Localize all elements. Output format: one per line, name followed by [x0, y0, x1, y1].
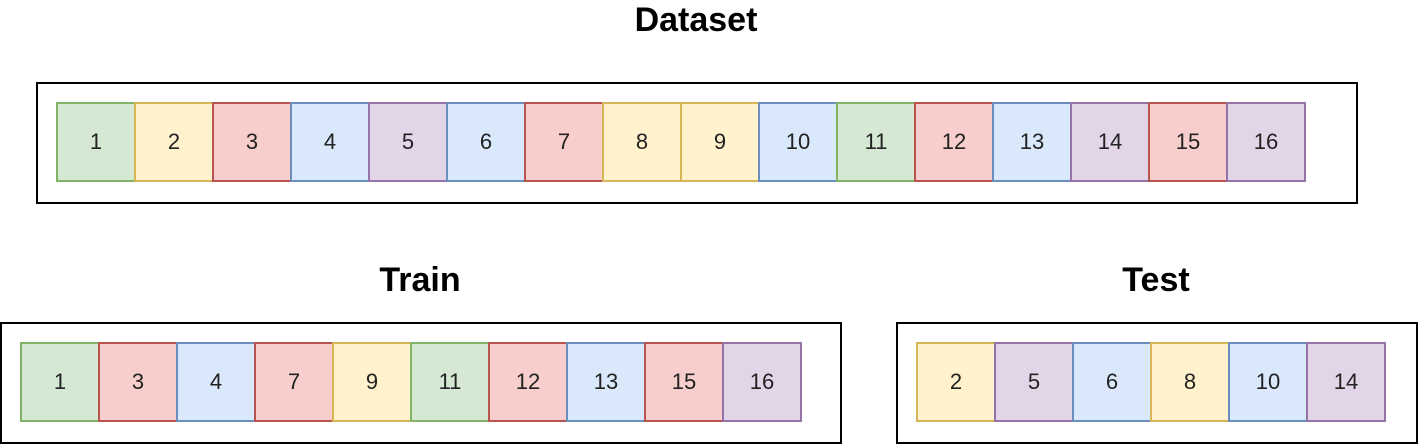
train-cell: 9 [332, 342, 412, 422]
train-cell: 7 [254, 342, 334, 422]
dataset-cell: 15 [1148, 102, 1228, 182]
dataset-cell: 6 [446, 102, 526, 182]
dataset-cell: 16 [1226, 102, 1306, 182]
dataset-cell: 3 [212, 102, 292, 182]
dataset-cell: 7 [524, 102, 604, 182]
test-cell: 8 [1150, 342, 1230, 422]
dataset-cell: 2 [134, 102, 214, 182]
dataset-cell: 13 [992, 102, 1072, 182]
dataset-cell: 9 [680, 102, 760, 182]
train-cell: 16 [722, 342, 802, 422]
dataset-cell: 14 [1070, 102, 1150, 182]
test-cell: 14 [1306, 342, 1386, 422]
dataset-cell: 12 [914, 102, 994, 182]
dataset-cell: 8 [602, 102, 682, 182]
train-cell: 11 [410, 342, 490, 422]
test-title: Test [1122, 261, 1190, 299]
train-title: Train [379, 261, 461, 299]
train-cell: 15 [644, 342, 724, 422]
test-cell: 10 [1228, 342, 1308, 422]
train-cell: 12 [488, 342, 568, 422]
train-cell: 4 [176, 342, 256, 422]
train-cell: 13 [566, 342, 646, 422]
dataset-cell: 11 [836, 102, 916, 182]
test-cell: 6 [1072, 342, 1152, 422]
test-cell: 2 [916, 342, 996, 422]
dataset-cell: 4 [290, 102, 370, 182]
dataset-cell: 10 [758, 102, 838, 182]
test-cell: 5 [994, 342, 1074, 422]
dataset-title: Dataset [634, 1, 758, 39]
train-cell: 3 [98, 342, 178, 422]
train-cell: 1 [20, 342, 100, 422]
dataset-cell: 5 [368, 102, 448, 182]
dataset-cell: 1 [56, 102, 136, 182]
